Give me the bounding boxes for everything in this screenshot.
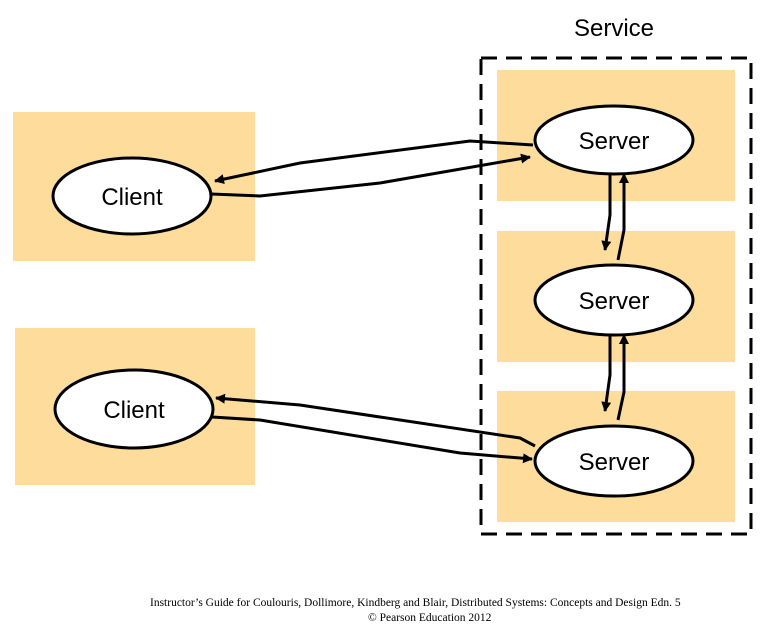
arrow-server1-to-server2 — [601, 172, 612, 251]
footer-copyright: © Pearson Education 2012 — [368, 612, 492, 624]
server-2-node: Server — [533, 263, 695, 337]
client-1-label: Client — [101, 184, 163, 211]
client-2-node: Client — [53, 368, 215, 450]
server-1-node: Server — [533, 104, 695, 176]
client-2-label: Client — [103, 397, 165, 424]
server-3-node: Server — [533, 424, 695, 498]
request-arrow-client2-to-server3 — [211, 415, 533, 464]
server-3-label: Server — [579, 449, 650, 476]
service-boundary — [479, 56, 753, 536]
footer-citation: Instructor’s Guide for Coulouris, Dollim… — [150, 597, 681, 609]
arrow-server2-to-server3 — [601, 330, 612, 412]
arrow-server3-to-server2 — [616, 334, 629, 421]
arrow-server2-to-server1 — [616, 173, 629, 261]
reply-arrow-server3-to-client2 — [215, 393, 536, 448]
service-title: Service — [574, 15, 654, 42]
reply-arrow-server1-to-client1 — [214, 139, 534, 185]
server-1-label: Server — [579, 128, 650, 155]
request-arrow-client1-to-server1 — [210, 153, 531, 198]
client-1-node: Client — [51, 156, 213, 236]
server-2-label: Server — [579, 288, 650, 315]
